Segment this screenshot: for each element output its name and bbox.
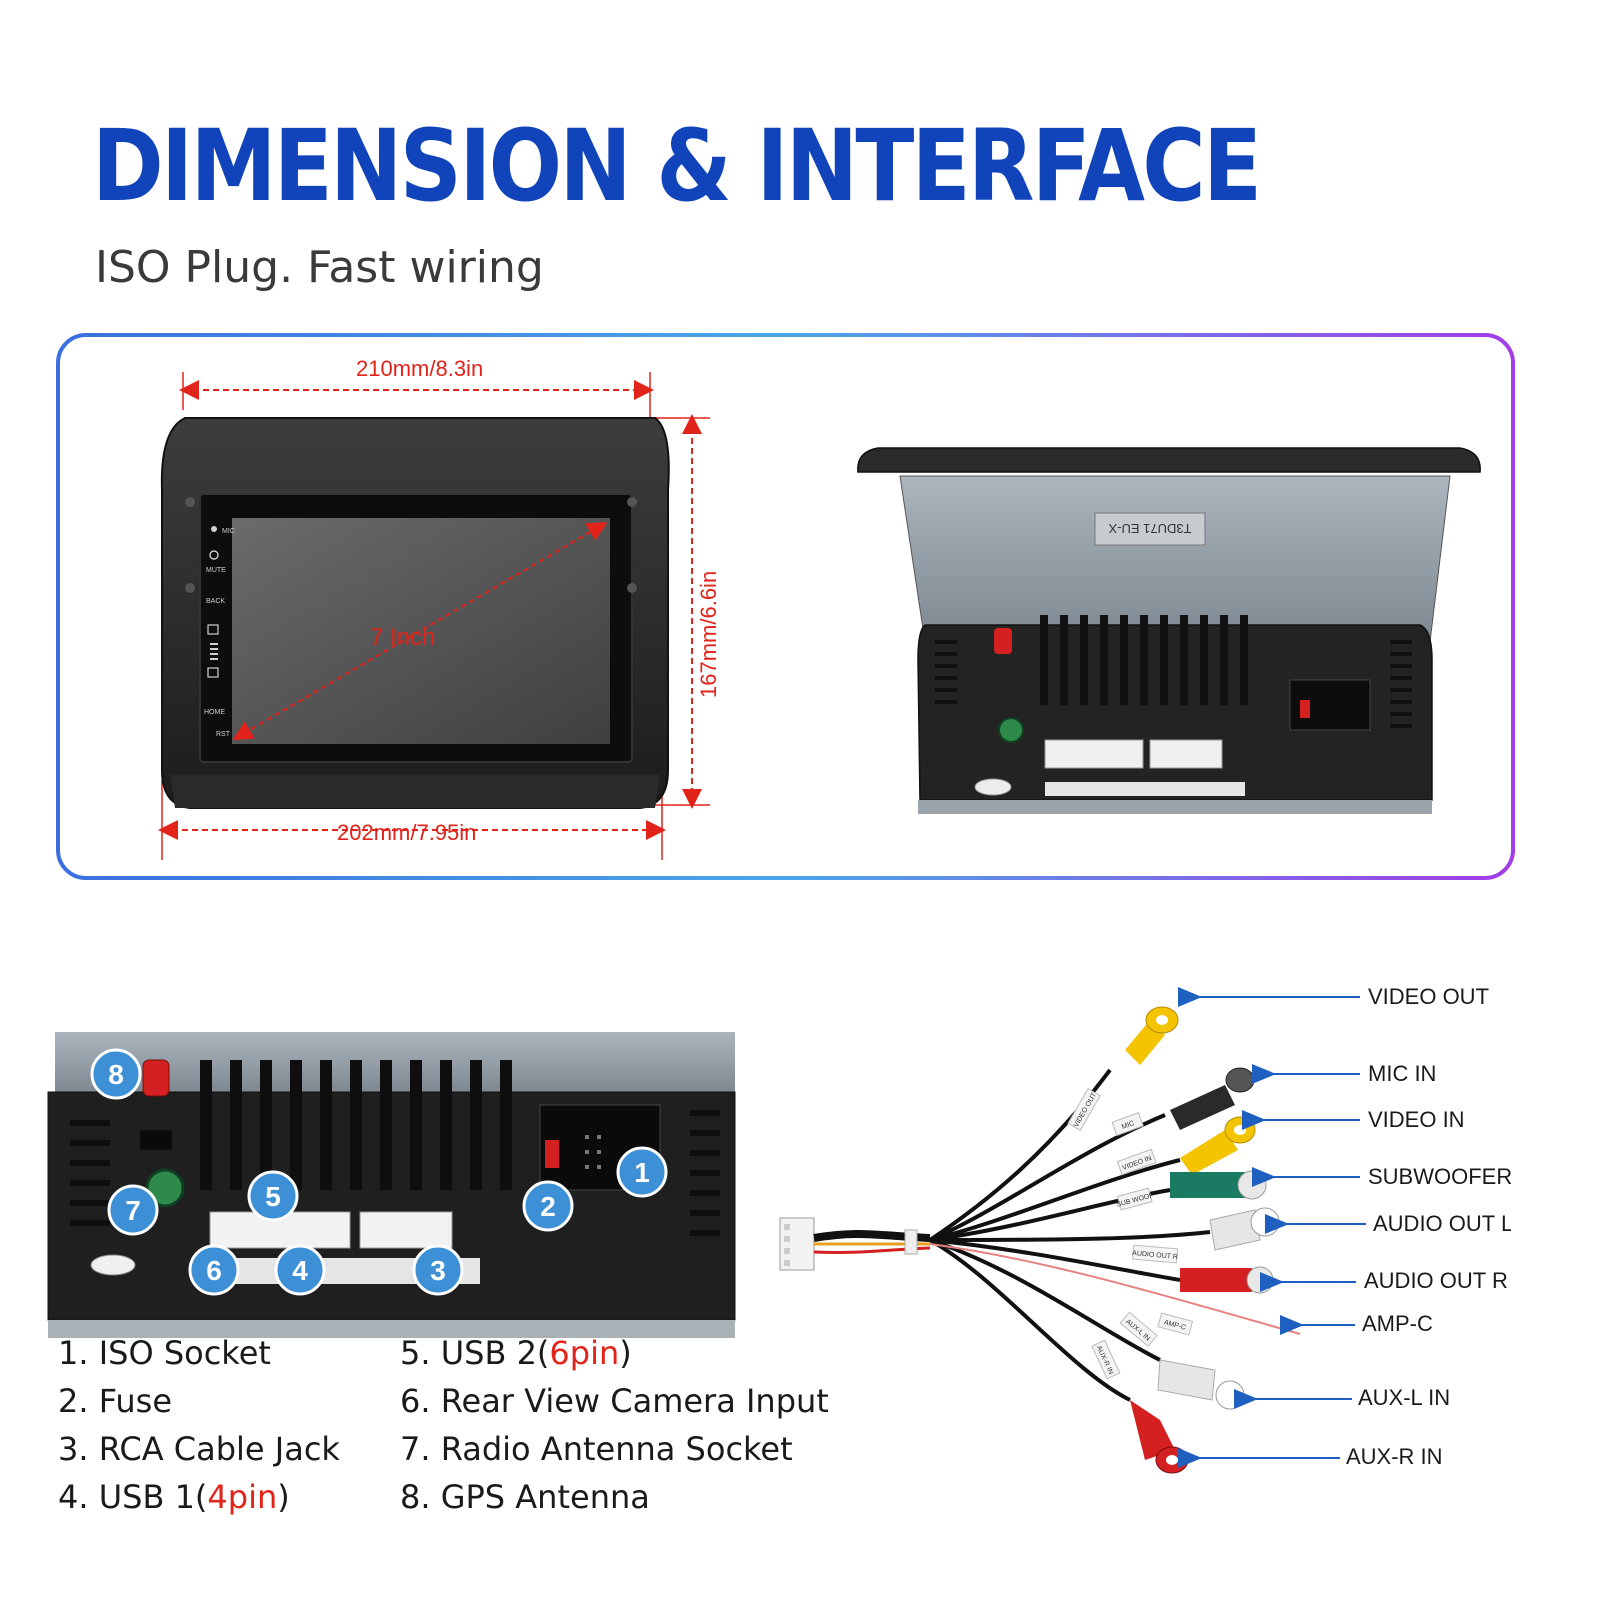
legend-item-6: 6. Rear View Camera Input [400,1382,829,1420]
legend-item-7: 7. Radio Antenna Socket [400,1430,793,1468]
port-label-audio-out-l: AUDIO OUT L [1373,1211,1511,1236]
page-subtitle: ISO Plug. Fast wiring [95,242,544,293]
rca-audio-out-l [1209,1207,1280,1251]
legend-item-2: 2. Fuse [58,1382,172,1420]
top-width-label: 210mm/8.3in [356,356,484,381]
svg-text:1: 1 [634,1157,650,1188]
legend-item-3: 3. RCA Cable Jack [58,1430,340,1468]
port-label-aux-r-in: AUX-R IN [1346,1444,1443,1469]
callout-7: 7 [107,1184,159,1236]
port-label-subwoofer: SUBWOOFER [1368,1164,1513,1189]
rca-aux-r-in [1130,1400,1189,1474]
port-label-amp-c: AMP-C [1362,1311,1433,1336]
diagonal-label: 7 Inch [370,624,436,651]
callout-1: 1 [616,1146,668,1198]
legend-item-1: 1. ISO Socket [58,1334,271,1372]
callout-8: 8 [90,1048,142,1100]
cable-tag-mic: MIC [1121,1120,1135,1131]
callout-4: 4 [274,1244,326,1296]
cable-tag-audio-out-r: AUDIO OUT R [1132,1250,1178,1261]
port-label-video-out: VIDEO OUT [1368,984,1490,1009]
rca-mic-in [1170,1067,1255,1130]
legend-item-8: 8. GPS Antenna [400,1478,650,1516]
port-label-aux-l-in: AUX-L IN [1358,1385,1451,1410]
legend-item-4: 4. USB 1(4pin) [58,1478,290,1516]
home-button-label: HOME [204,709,225,716]
rear-model-label: T3DU71 EU-X [1108,521,1191,536]
callout-6: 6 [188,1244,240,1296]
callout-5: 5 [247,1170,299,1222]
rst-button-label: RST [216,731,231,738]
port-label-mic-in: MIC IN [1368,1061,1437,1086]
rca-aux-l-in [1157,1359,1245,1410]
svg-text:8: 8 [108,1059,124,1090]
bottom-width-label: 202mm/7.95in [337,820,477,845]
port-label-audio-out-r: AUDIO OUT R [1364,1268,1508,1293]
callout-3: 3 [412,1244,464,1296]
svg-text:3: 3 [430,1255,446,1286]
svg-text:4: 4 [292,1255,308,1286]
legend-item-5: 5. USB 2(6pin) [400,1334,632,1372]
callout-2: 2 [522,1180,574,1232]
mute-button-label: MUTE [206,567,226,574]
rca-audio-out-r [1180,1266,1274,1294]
port-label-video-in: VIDEO IN [1368,1107,1465,1132]
mic-button-label: MIC [222,528,235,535]
back-button-label: BACK [206,598,225,605]
rca-video-out [1125,1006,1179,1065]
page-title: DIMENSION & INTERFACE [92,109,1262,225]
svg-text:5: 5 [265,1181,281,1212]
rca-subwoofer [1170,1170,1267,1200]
rca-video-in [1180,1116,1256,1175]
svg-text:2: 2 [540,1191,556,1222]
svg-text:7: 7 [125,1195,141,1226]
svg-text:6: 6 [206,1255,222,1286]
